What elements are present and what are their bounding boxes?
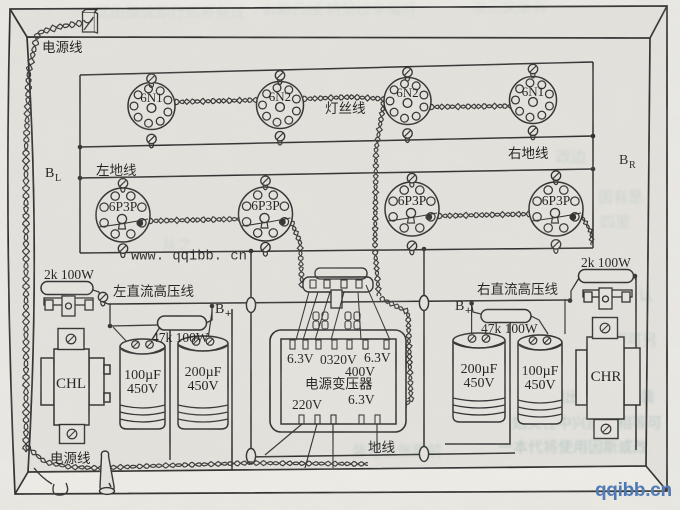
- svg-text:右直流高压线: 右直流高压线: [477, 281, 558, 297]
- svg-text:L: L: [55, 173, 61, 184]
- svg-text:地线: 地线: [368, 440, 395, 455]
- svg-text:450V: 450V: [187, 379, 218, 394]
- svg-text:6P3P: 6P3P: [109, 199, 138, 214]
- svg-text:左直流高压线: 左直流高压线: [113, 283, 194, 299]
- svg-text:发三文里有: 发三文里有: [472, 0, 547, 16]
- svg-text:左地线: 左地线: [96, 163, 137, 178]
- svg-text:47k 100W: 47k 100W: [481, 321, 538, 336]
- svg-text:改边: 改边: [556, 149, 586, 166]
- svg-text:6P3P: 6P3P: [398, 193, 427, 208]
- svg-text:450V: 450V: [463, 376, 494, 391]
- svg-text:qqibb.cn: qqibb.cn: [595, 480, 672, 501]
- svg-text:47k 100W: 47k 100W: [152, 330, 209, 345]
- svg-text:从之: 从之: [162, 237, 192, 254]
- svg-text:B: B: [455, 299, 464, 314]
- svg-text:认: 认: [638, 287, 653, 304]
- svg-text:固有是: 固有是: [598, 189, 643, 206]
- svg-text:右地线: 右地线: [508, 146, 549, 161]
- svg-text:B: B: [215, 302, 224, 317]
- svg-text:CHL: CHL: [56, 376, 86, 392]
- svg-text:100µF: 100µF: [124, 368, 161, 383]
- svg-text:电源线: 电源线: [42, 40, 83, 55]
- svg-text:一本代将使用因斯或改: 一本代将使用因斯或改: [498, 439, 648, 456]
- svg-text:么即几经 将见过幸福将: 么即几经 将见过幸福将: [262, 1, 416, 18]
- svg-text:R: R: [629, 160, 636, 171]
- svg-text:6P3P: 6P3P: [542, 193, 571, 208]
- svg-text:450V: 450V: [127, 382, 158, 397]
- svg-text:6.3V: 6.3V: [287, 351, 314, 366]
- svg-text:0320V: 0320V: [320, 352, 357, 367]
- svg-text:220V: 220V: [292, 397, 322, 412]
- svg-text:试由级说即行式将有过: 试由级说即行式将有过: [95, 4, 245, 21]
- svg-text:CHR: CHR: [591, 369, 622, 385]
- svg-text:6N2: 6N2: [269, 89, 291, 104]
- svg-text:6.3V: 6.3V: [364, 350, 391, 365]
- svg-text:6P3P: 6P3P: [251, 198, 280, 213]
- svg-text:450V: 450V: [524, 378, 555, 393]
- svg-text:+: +: [465, 305, 471, 317]
- svg-text:6N1: 6N1: [140, 90, 162, 105]
- svg-text:电源变压器: 电源变压器: [305, 377, 373, 392]
- svg-text:200µF: 200µF: [461, 362, 498, 377]
- svg-text:100µF: 100µF: [522, 364, 559, 379]
- svg-text:B: B: [45, 166, 54, 181]
- svg-text:200µF: 200µF: [185, 365, 222, 380]
- svg-text:400V: 400V: [345, 364, 375, 379]
- svg-text:B: B: [619, 153, 628, 168]
- svg-text:2k 100W: 2k 100W: [44, 267, 94, 282]
- svg-text:6N2: 6N2: [396, 85, 418, 100]
- svg-text:四里: 四里: [600, 214, 630, 231]
- svg-text:灯丝线: 灯丝线: [325, 101, 366, 116]
- svg-text:2k 100W: 2k 100W: [581, 255, 631, 270]
- svg-text:+: +: [225, 308, 231, 320]
- svg-text:www. qqibb. cn: www. qqibb. cn: [131, 249, 247, 265]
- svg-text:电源线: 电源线: [50, 451, 91, 466]
- svg-text:6N1: 6N1: [522, 84, 544, 99]
- svg-text:6.3V: 6.3V: [348, 392, 375, 407]
